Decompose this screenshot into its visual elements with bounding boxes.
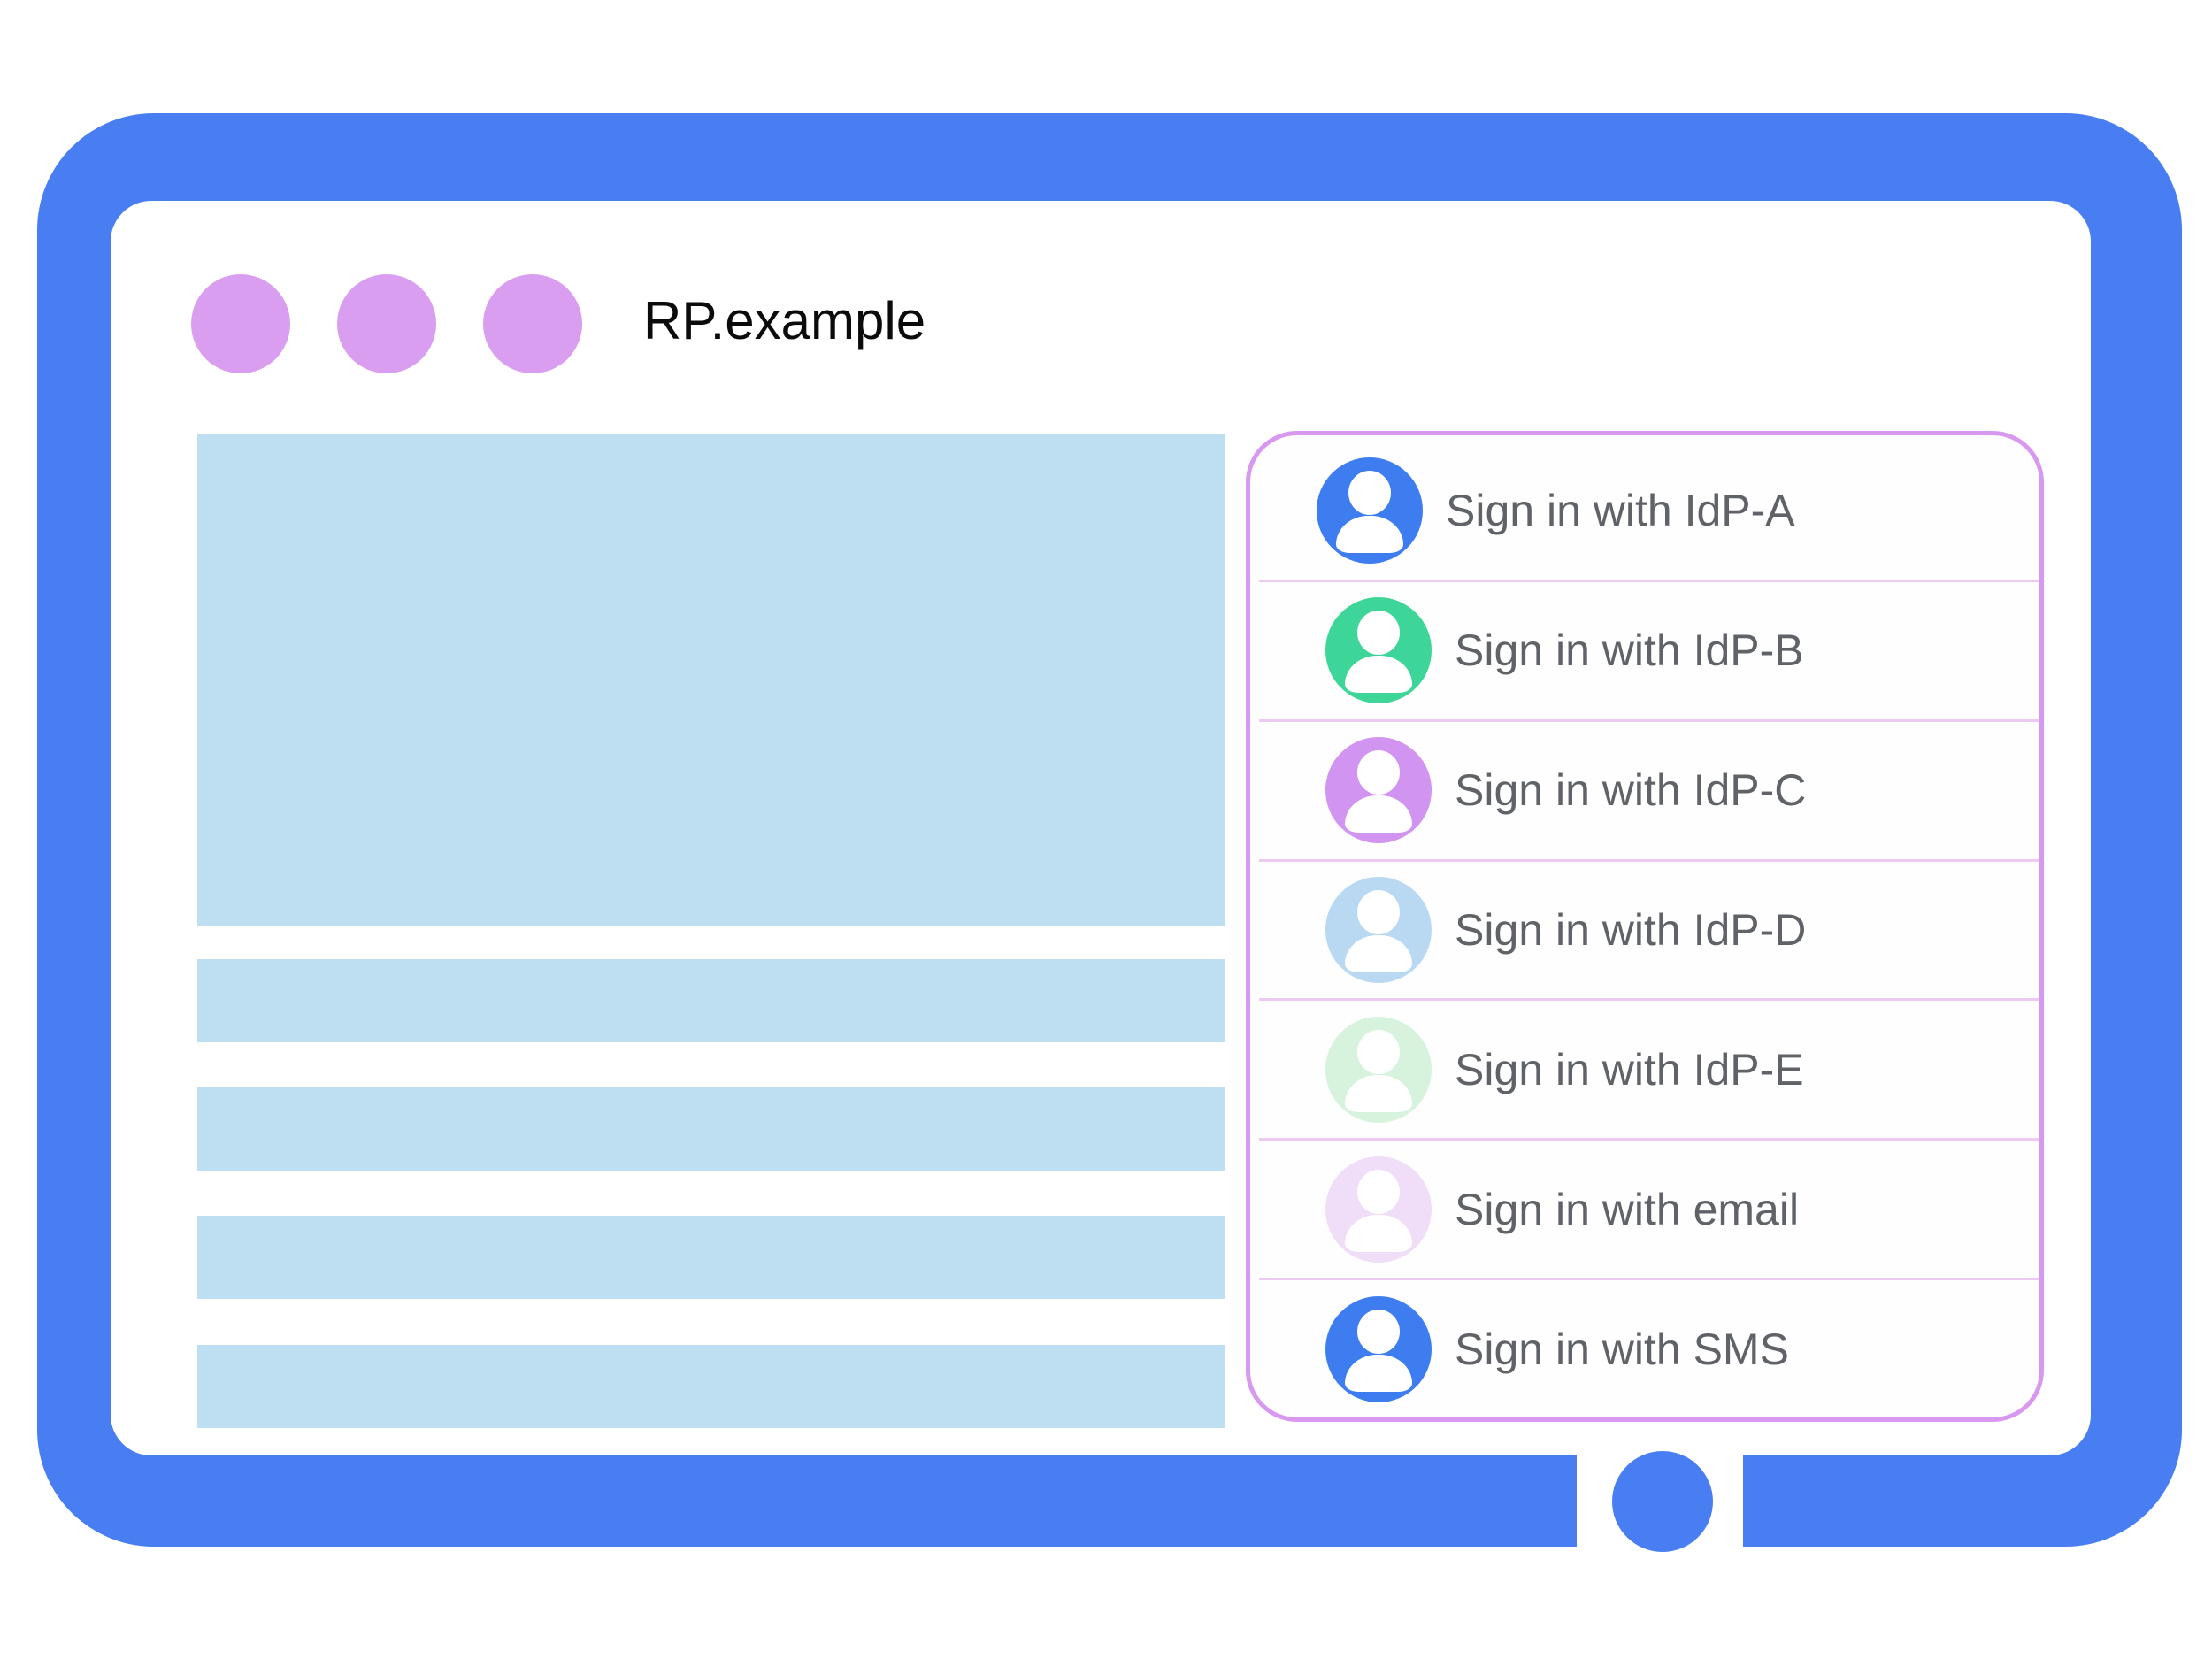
signin-option-label: Sign in with IdP-E xyxy=(1455,1044,1804,1094)
signin-chooser-panel: Sign in with IdP-A Sign in with IdP-B Si… xyxy=(1246,431,2044,1422)
content-bar-placeholder xyxy=(197,1345,1225,1428)
person-icon xyxy=(1325,877,1432,983)
window-control-dot[interactable] xyxy=(191,274,290,373)
signin-option-label: Sign in with IdP-C xyxy=(1455,765,1807,816)
window-control-dot[interactable] xyxy=(483,274,582,373)
person-icon xyxy=(1325,1016,1432,1123)
signin-option-label: Sign in with email xyxy=(1455,1184,1800,1234)
content-hero-placeholder xyxy=(197,434,1225,926)
window-control-dot[interactable] xyxy=(337,274,436,373)
home-button[interactable] xyxy=(1612,1451,1713,1552)
signin-option-email[interactable]: Sign in with email xyxy=(1259,1138,2039,1278)
signin-option-idp-e[interactable]: Sign in with IdP-E xyxy=(1259,998,2039,1138)
content-bar-placeholder xyxy=(197,959,1225,1042)
frame-bottom-bar-left-cap xyxy=(1456,1455,1577,1547)
site-url-label: RP.example xyxy=(643,291,926,350)
signin-option-idp-a[interactable]: Sign in with IdP-A xyxy=(1250,442,2039,580)
signin-option-idp-d[interactable]: Sign in with IdP-D xyxy=(1259,858,2039,999)
signin-option-label: Sign in with IdP-D xyxy=(1455,905,1807,955)
signin-option-label: Sign in with IdP-A xyxy=(1446,486,1795,536)
person-icon xyxy=(1325,597,1432,704)
signin-option-idp-c[interactable]: Sign in with IdP-C xyxy=(1259,718,2039,859)
person-icon xyxy=(1317,457,1423,565)
signin-option-idp-b[interactable]: Sign in with IdP-B xyxy=(1259,579,2039,719)
content-bar-placeholder xyxy=(197,1087,1225,1171)
signin-option-label: Sign in with SMS xyxy=(1455,1324,1789,1374)
frame-bottom-bar-right-cap xyxy=(1743,1455,1863,1547)
person-icon xyxy=(1325,737,1432,844)
content-bar-placeholder xyxy=(197,1216,1225,1299)
person-icon xyxy=(1325,1156,1432,1263)
signin-option-sms[interactable]: Sign in with SMS xyxy=(1259,1278,2039,1417)
person-icon xyxy=(1325,1295,1432,1402)
signin-option-label: Sign in with IdP-B xyxy=(1455,626,1804,676)
